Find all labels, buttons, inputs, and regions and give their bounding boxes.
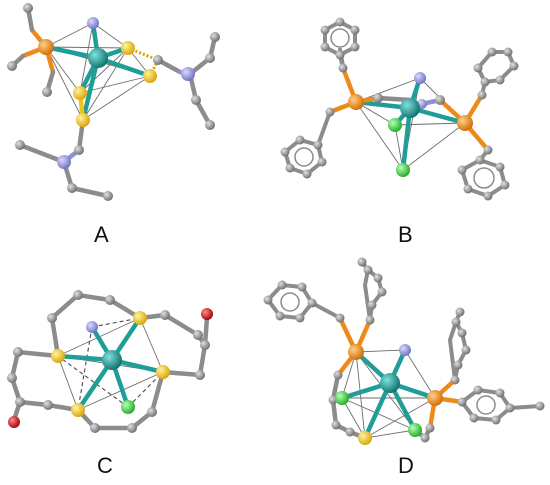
panel-label-d: D	[398, 453, 414, 478]
panel-label-c: C	[97, 453, 113, 478]
panel-label-b: B	[398, 222, 413, 247]
structure-panel-b	[280, 17, 519, 201]
structure-panel-a	[7, 3, 220, 201]
structure-panel-c	[7, 290, 213, 433]
panel-label-a: A	[94, 222, 109, 247]
structure-panel-d	[263, 257, 545, 445]
